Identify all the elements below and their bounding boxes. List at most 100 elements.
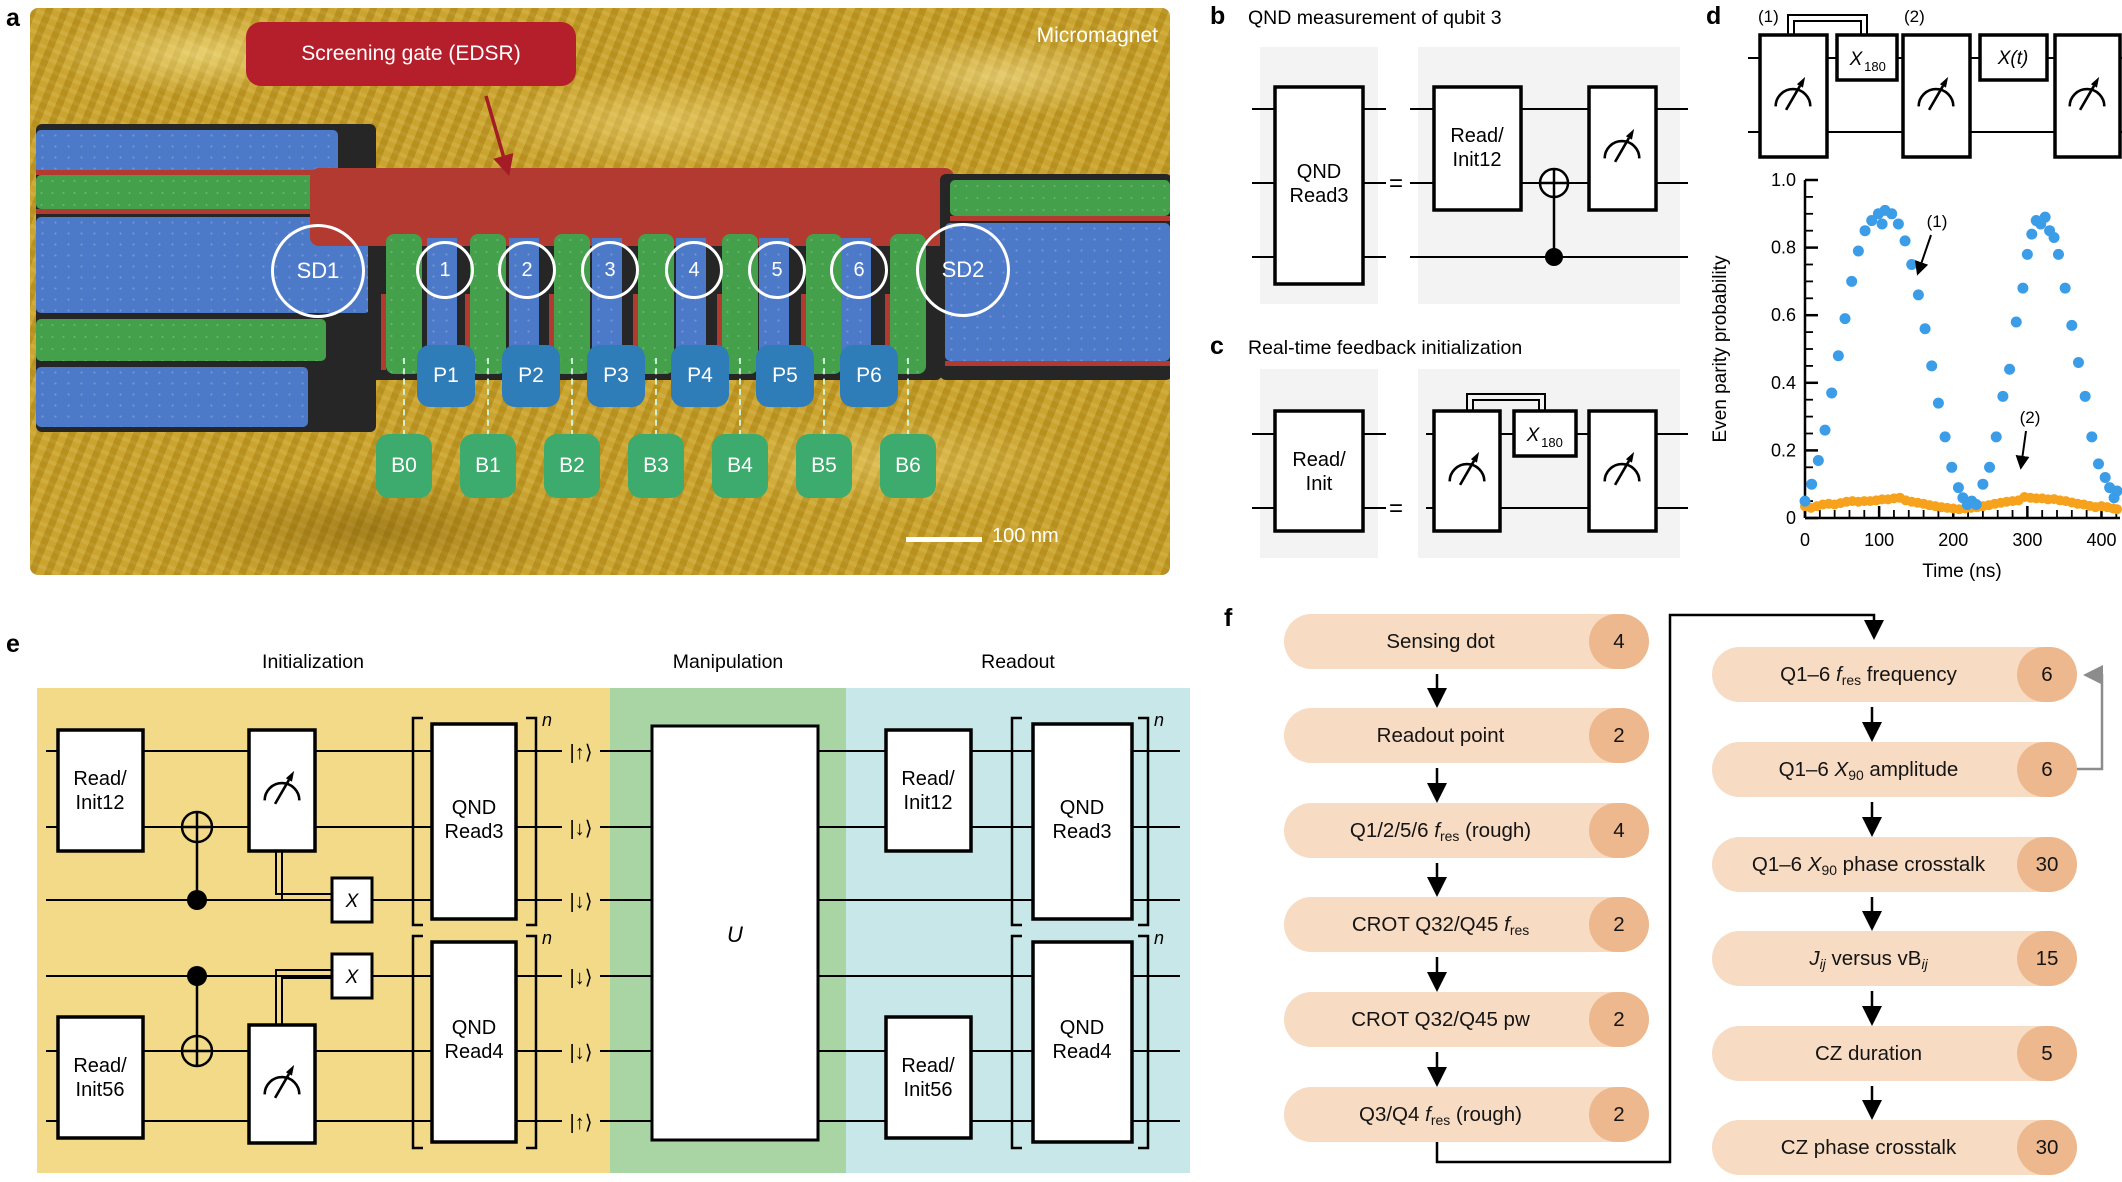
screening-gate-arrow xyxy=(484,95,514,177)
gate-label: B5 xyxy=(811,454,837,477)
qubit-dot-5: 5 xyxy=(748,241,806,299)
scale-bar-label: 100 nm xyxy=(992,525,1059,547)
data-point-(1) xyxy=(1832,350,1844,362)
gate-label: P4 xyxy=(687,364,713,387)
panel-letter-b: b xyxy=(1210,2,1225,30)
flow-step-label: CROT Q32/Q45 fres xyxy=(1284,913,1649,938)
data-point-(1) xyxy=(1866,215,1878,227)
iteration-count-badge: 2 xyxy=(1589,897,1649,952)
tick-label: 100 xyxy=(1864,530,1894,550)
gate-label: P6 xyxy=(856,364,882,387)
panel-c-title: Real-time feedback initialization xyxy=(1248,337,1522,359)
sem-green-band xyxy=(36,175,328,209)
dot-label: 6 xyxy=(853,258,865,281)
qnd-read4-label: Read4 xyxy=(1053,1041,1112,1063)
x180-gate-box xyxy=(1512,409,1578,458)
iteration-count-badge: 6 xyxy=(2017,647,2077,702)
plunger-gate-p1: P1 xyxy=(417,345,475,407)
ket-up: |↑⟩ xyxy=(570,1112,593,1134)
sem-red-sliver xyxy=(885,294,890,370)
flow-step-text-segment: Sensing dot xyxy=(1386,629,1495,653)
iteration-count-badge: 30 xyxy=(2017,837,2077,892)
equals-sign: = xyxy=(1389,170,1403,197)
x-gate-label: X xyxy=(345,967,360,988)
flow-step-text-segment: amplitude xyxy=(1863,757,1959,781)
x180-label: X xyxy=(1849,49,1864,70)
qubit-dot-6: 6 xyxy=(830,241,888,299)
sem-red-sliver xyxy=(549,294,554,370)
flow-step-text-segment: Readout point xyxy=(1376,723,1505,747)
flow-step-text-segment: 90 xyxy=(1821,861,1837,878)
data-point-(1) xyxy=(1912,289,1924,301)
panel-letter-e: e xyxy=(6,630,20,658)
flow-step-text-segment: res xyxy=(1439,827,1460,844)
gate-label: B1 xyxy=(475,454,501,477)
repeat-bracket-left xyxy=(411,934,423,1150)
sem-screening-gate-band xyxy=(310,168,954,246)
flow-step-text-segment: versus vB xyxy=(1825,946,1922,970)
gate-label: B0 xyxy=(391,454,417,477)
data-point-(1) xyxy=(2066,319,2078,331)
read-init56-label: Init56 xyxy=(904,1079,953,1101)
read-init56-label: Init56 xyxy=(76,1079,125,1101)
flow-step: Q1/2/5/6 fres (rough)4 xyxy=(1284,803,1649,858)
data-point-(1) xyxy=(1839,313,1851,325)
repeat-count-n: n xyxy=(1154,710,1164,730)
data-point-(1) xyxy=(1886,208,1898,220)
data-point-(1) xyxy=(1977,478,1989,490)
repeat-bracket-left xyxy=(411,716,423,927)
flowchart-connectors xyxy=(1427,613,2104,1164)
repeat-bracket-left xyxy=(1010,934,1022,1150)
qubit-dot-1: 1 xyxy=(416,241,474,299)
control-dot xyxy=(1545,248,1563,266)
repeat-bracket-right xyxy=(526,716,538,927)
data-point-(1) xyxy=(1799,495,1811,507)
data-point-(2) xyxy=(2112,504,2122,515)
qubit-dot-4: 4 xyxy=(665,241,723,299)
sem-red-sliver xyxy=(801,294,806,370)
readout-title: Readout xyxy=(981,651,1055,673)
x180-subscript: 180 xyxy=(1541,435,1563,450)
data-point-(1) xyxy=(2026,228,2038,240)
data-point-(1) xyxy=(1846,275,1858,287)
tick-label: 200 xyxy=(1938,530,1968,550)
gate-pointer-line xyxy=(403,358,405,436)
gate-label: B4 xyxy=(727,454,753,477)
data-point-(1) xyxy=(1939,431,1951,443)
data-point-(1) xyxy=(2039,211,2051,223)
dot-label: 1 xyxy=(439,258,451,281)
gate-label: P3 xyxy=(603,364,629,387)
data-point-(1) xyxy=(1826,387,1838,399)
flow-step-label: Q1–6 X90 phase crosstalk xyxy=(1712,853,2077,878)
x-gate-box xyxy=(330,952,374,1000)
sensor-dot-sd1: SD1 xyxy=(271,224,365,318)
iteration-count-badge: 5 xyxy=(2017,1026,2077,1081)
iteration-count-badge: 2 xyxy=(1589,1087,1649,1142)
gate-pointer-line xyxy=(823,358,825,436)
series2-annotation-arrow xyxy=(2015,430,2030,470)
sem-blue-band xyxy=(36,130,338,174)
ket-up: |↑⟩ xyxy=(570,742,593,764)
series1-annotation-arrow xyxy=(1915,234,1932,276)
data-point-(1) xyxy=(2111,485,2122,497)
iteration-count-badge: 4 xyxy=(1589,614,1649,669)
panel-letter-a: a xyxy=(6,4,20,32)
ket-down: |↓⟩ xyxy=(570,891,593,913)
gate-pointer-line xyxy=(739,358,741,436)
read-init12-box xyxy=(56,728,145,853)
iteration-count-badge: 2 xyxy=(1589,992,1649,1047)
iteration-count-badge: 6 xyxy=(2017,742,2077,797)
initialization-title: Initialization xyxy=(262,651,364,673)
barrier-gate-b4: B4 xyxy=(712,434,768,498)
sem-red-sliver xyxy=(633,294,638,370)
plunger-gate-p2: P2 xyxy=(502,345,560,407)
sd2-label: SD2 xyxy=(941,257,985,282)
full-sequence-circuit-panel: Initialization Manipulation Readout Read… xyxy=(37,651,1190,1173)
flow-step-label: Q1/2/5/6 fres (rough) xyxy=(1284,819,1649,844)
barrier-gate-b0: B0 xyxy=(376,434,432,498)
qnd-read3-box xyxy=(430,722,518,921)
circuit-wires xyxy=(46,750,1180,1122)
equals-sign: = xyxy=(1389,495,1403,522)
